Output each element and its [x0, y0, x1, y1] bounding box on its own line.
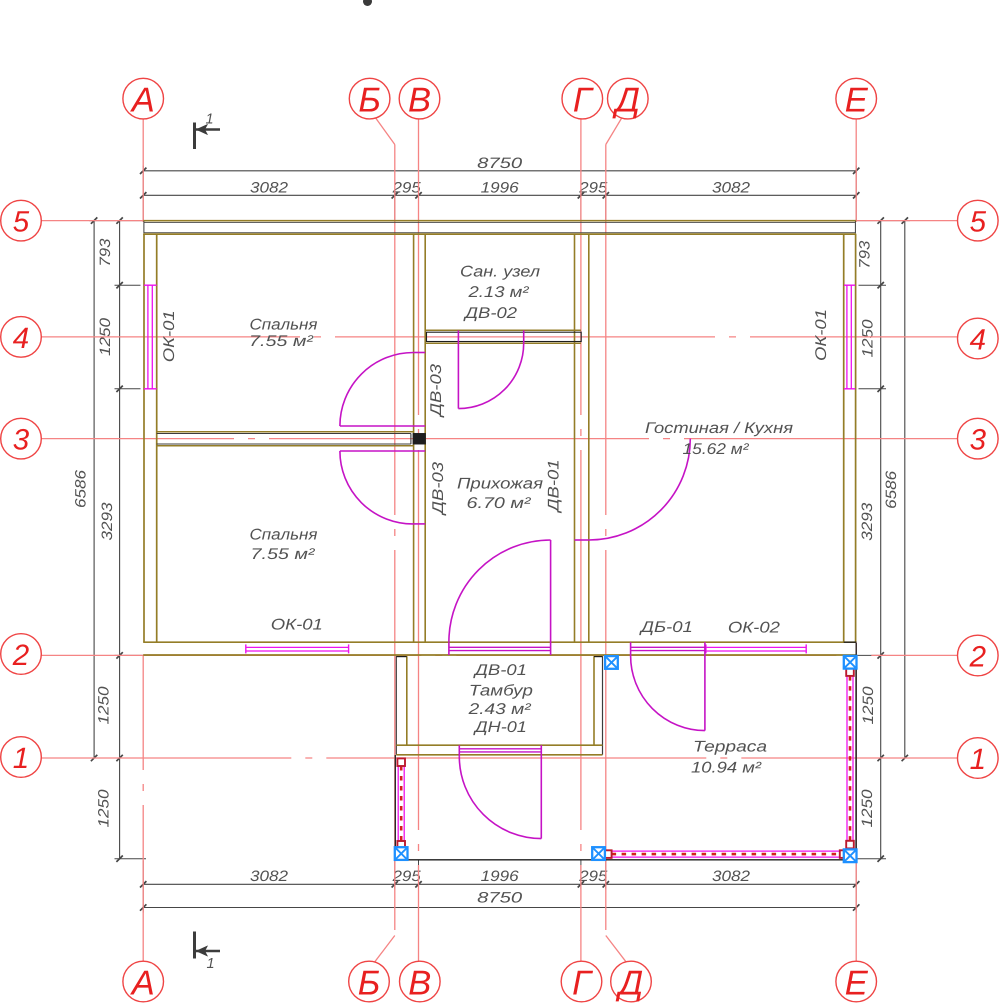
svg-text:793: 793: [97, 238, 114, 267]
svg-text:А: А: [130, 964, 155, 1002]
svg-text:Спальня: Спальня: [250, 526, 318, 543]
svg-text:1250: 1250: [96, 686, 113, 725]
svg-text:Спальня: Спальня: [250, 316, 318, 333]
svg-text:1996: 1996: [481, 179, 520, 196]
svg-text:2: 2: [969, 641, 986, 674]
svg-text:1: 1: [970, 743, 986, 776]
svg-text:Сан. узел: Сан. узел: [460, 264, 540, 281]
svg-text:1: 1: [13, 742, 29, 775]
svg-text:2.13 м²: 2.13 м²: [467, 284, 529, 301]
svg-text:4: 4: [970, 324, 986, 357]
svg-text:Д: Д: [615, 964, 643, 1002]
svg-text:Г: Г: [573, 82, 594, 120]
svg-text:Гостиная / Кухня: Гостиная / Кухня: [645, 420, 793, 437]
svg-text:ДВ-03: ДВ-03: [430, 462, 447, 517]
svg-text:3: 3: [13, 424, 30, 457]
svg-text:295: 295: [392, 179, 422, 196]
svg-text:Б: Б: [358, 964, 380, 1002]
svg-text:6586: 6586: [73, 469, 90, 508]
svg-text:7.55 м²: 7.55 м²: [249, 333, 314, 350]
svg-text:ОК-01: ОК-01: [161, 310, 178, 362]
svg-text:2: 2: [12, 639, 29, 672]
svg-text:Е: Е: [845, 964, 869, 1002]
svg-text:2.43 м²: 2.43 м²: [467, 701, 531, 718]
svg-text:ОК-02: ОК-02: [728, 620, 780, 637]
svg-text:Д: Д: [612, 82, 640, 120]
svg-text:ДБ-01: ДБ-01: [639, 619, 693, 636]
svg-text:ОК-01: ОК-01: [813, 309, 830, 361]
svg-text:295: 295: [392, 868, 422, 885]
svg-text:ДВ-03: ДВ-03: [428, 364, 445, 419]
svg-text:ОК-01: ОК-01: [271, 617, 323, 634]
svg-text:793: 793: [857, 240, 874, 269]
svg-text:А: А: [130, 82, 155, 120]
svg-text:ДВ-01: ДВ-01: [546, 460, 563, 514]
svg-text:3: 3: [970, 424, 987, 457]
svg-text:Терраса: Терраса: [693, 738, 767, 755]
svg-text:1250: 1250: [860, 319, 877, 358]
svg-text:Б: Б: [358, 82, 380, 120]
svg-text:1250: 1250: [96, 789, 113, 828]
svg-text:1250: 1250: [859, 789, 876, 828]
svg-text:1: 1: [205, 112, 213, 128]
svg-text:295: 295: [578, 868, 608, 885]
svg-text:5: 5: [13, 206, 30, 239]
svg-text:Тамбур: Тамбур: [469, 683, 533, 700]
svg-text:ДВ-02: ДВ-02: [463, 305, 518, 322]
svg-text:15.62 м²: 15.62 м²: [683, 441, 750, 458]
svg-text:8750: 8750: [477, 890, 523, 907]
svg-text:ДВ-01: ДВ-01: [473, 662, 527, 679]
svg-text:В: В: [408, 964, 431, 1002]
svg-text:295: 295: [578, 179, 608, 196]
svg-text:3082: 3082: [712, 179, 751, 196]
svg-text:Прихожая: Прихожая: [457, 476, 543, 493]
svg-text:4: 4: [13, 322, 29, 355]
svg-text:Г: Г: [572, 964, 593, 1002]
svg-text:5: 5: [970, 206, 987, 239]
svg-text:ДН-01: ДН-01: [473, 719, 527, 736]
svg-text:3293: 3293: [859, 502, 876, 541]
svg-text:6.70 м²: 6.70 м²: [467, 495, 532, 512]
svg-text:1: 1: [206, 956, 214, 972]
svg-text:8750: 8750: [477, 155, 523, 172]
svg-text:1250: 1250: [860, 686, 877, 725]
svg-text:10.94 м²: 10.94 м²: [691, 760, 762, 777]
svg-text:1996: 1996: [481, 868, 520, 885]
svg-text:7.55 м²: 7.55 м²: [251, 546, 316, 563]
svg-text:3082: 3082: [712, 868, 751, 885]
svg-text:3293: 3293: [99, 502, 116, 541]
svg-text:6586: 6586: [883, 470, 900, 509]
svg-text:Е: Е: [845, 82, 869, 120]
svg-text:3082: 3082: [250, 179, 289, 196]
svg-text:В: В: [408, 82, 431, 120]
svg-text:3082: 3082: [250, 868, 289, 885]
